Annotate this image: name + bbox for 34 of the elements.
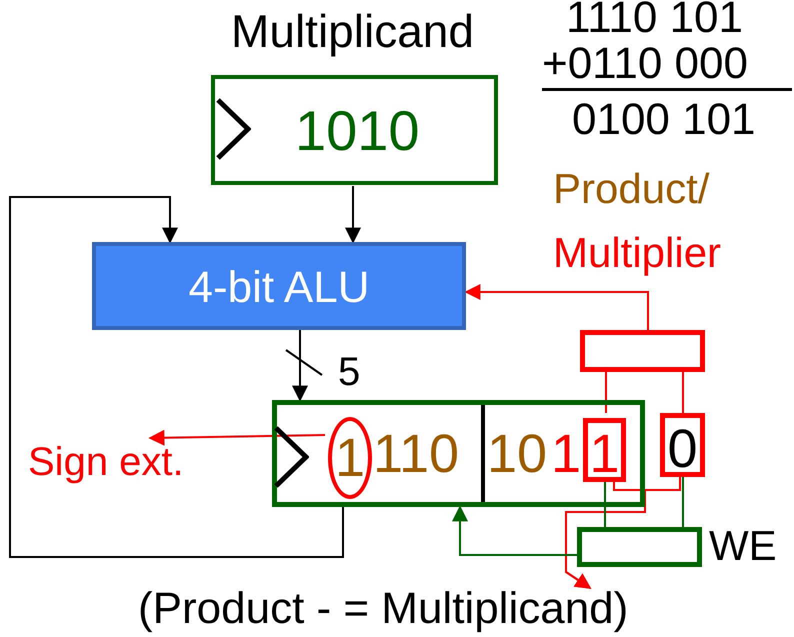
register-bits: 10 xyxy=(487,427,548,481)
register-box xyxy=(272,400,645,507)
arrow xyxy=(565,477,681,589)
register-bits: 110 xyxy=(373,427,460,481)
arrow xyxy=(452,505,577,556)
bit-box xyxy=(660,413,705,477)
register-name: Product/ xyxy=(553,168,710,210)
register-name: Multiplier xyxy=(553,232,722,274)
connector-line xyxy=(682,372,684,413)
annotation-text: Sign ext. xyxy=(28,442,184,482)
arrow xyxy=(345,186,361,244)
highlight-ellipse xyxy=(328,417,372,499)
mux-box xyxy=(580,330,705,372)
arrow xyxy=(464,284,649,330)
alu-box xyxy=(92,242,466,330)
register-title: Multiplicand xyxy=(230,8,475,54)
alu-label: 4-bit ALU xyxy=(188,266,370,310)
arrow xyxy=(9,196,344,558)
arrow xyxy=(292,330,308,402)
signal-name: WE xyxy=(709,525,777,567)
sum-line: 1110 101 xyxy=(566,0,743,40)
sum-line: 0100 101 xyxy=(572,98,756,142)
sum-line: +0110 000 xyxy=(542,42,748,86)
sign-bit: 1 xyxy=(334,431,366,485)
register-bit: 1 xyxy=(551,427,582,481)
bit-value: 0 xyxy=(666,422,699,476)
bit-value: 1 xyxy=(588,427,621,481)
bit-box xyxy=(583,418,626,482)
bus-width-label: 5 xyxy=(338,352,360,392)
register-value: 1010 xyxy=(295,103,420,159)
caption-text: (Product - = Multiplicand) xyxy=(138,587,628,631)
arrow xyxy=(148,430,326,446)
connector-line xyxy=(682,477,684,527)
connector-line xyxy=(605,372,607,413)
